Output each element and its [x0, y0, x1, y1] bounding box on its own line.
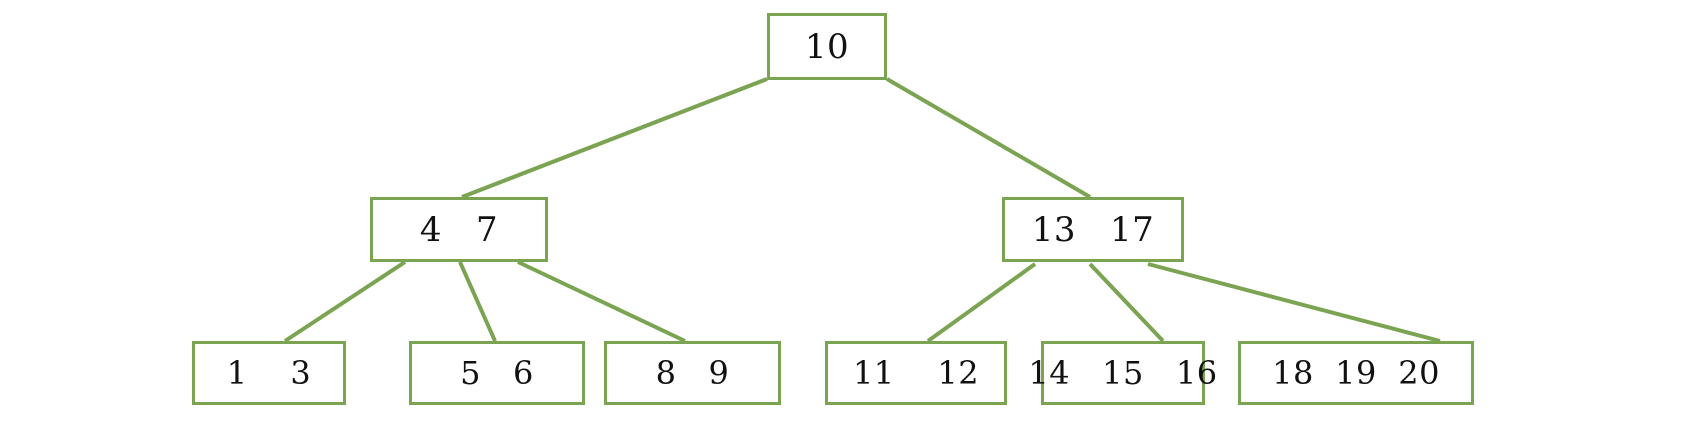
node-keys-label: 14 15 16 — [1028, 354, 1218, 392]
tree-node-internal-right[interactable]: 13 17 — [1002, 197, 1184, 262]
node-keys-label: 10 — [804, 26, 850, 67]
tree-edge — [461, 77, 768, 199]
tree-edge — [517, 260, 686, 343]
tree-node-internal-left[interactable]: 4 7 — [370, 197, 548, 262]
tree-edge — [1088, 262, 1165, 343]
node-keys-label: 1 3 — [226, 354, 312, 392]
node-keys-label: 13 17 — [1031, 209, 1155, 250]
node-keys-label: 5 6 — [460, 354, 534, 392]
tree-edge — [1147, 262, 1441, 343]
tree-node-leaf-4[interactable]: 11 12 — [825, 341, 1007, 405]
tree-node-root[interactable]: 10 — [767, 13, 887, 80]
tree-node-leaf-2[interactable]: 5 6 — [409, 341, 585, 405]
tree-edge — [283, 260, 407, 343]
node-keys-label: 4 7 — [419, 209, 499, 250]
node-keys-label: 11 12 — [852, 354, 980, 392]
tree-edge — [926, 262, 1037, 343]
node-keys-label: 8 9 — [655, 354, 730, 392]
node-keys-label: 18 19 20 — [1272, 354, 1440, 392]
tree-node-leaf-3[interactable]: 8 9 — [604, 341, 781, 405]
tree-edge — [885, 77, 1092, 199]
tree-node-leaf-1[interactable]: 1 3 — [192, 341, 346, 405]
tree-node-leaf-5[interactable]: 14 15 16 — [1028, 341, 1217, 405]
tree-node-leaf-6[interactable]: 18 19 20 — [1238, 341, 1474, 405]
tree-edge — [458, 261, 497, 342]
